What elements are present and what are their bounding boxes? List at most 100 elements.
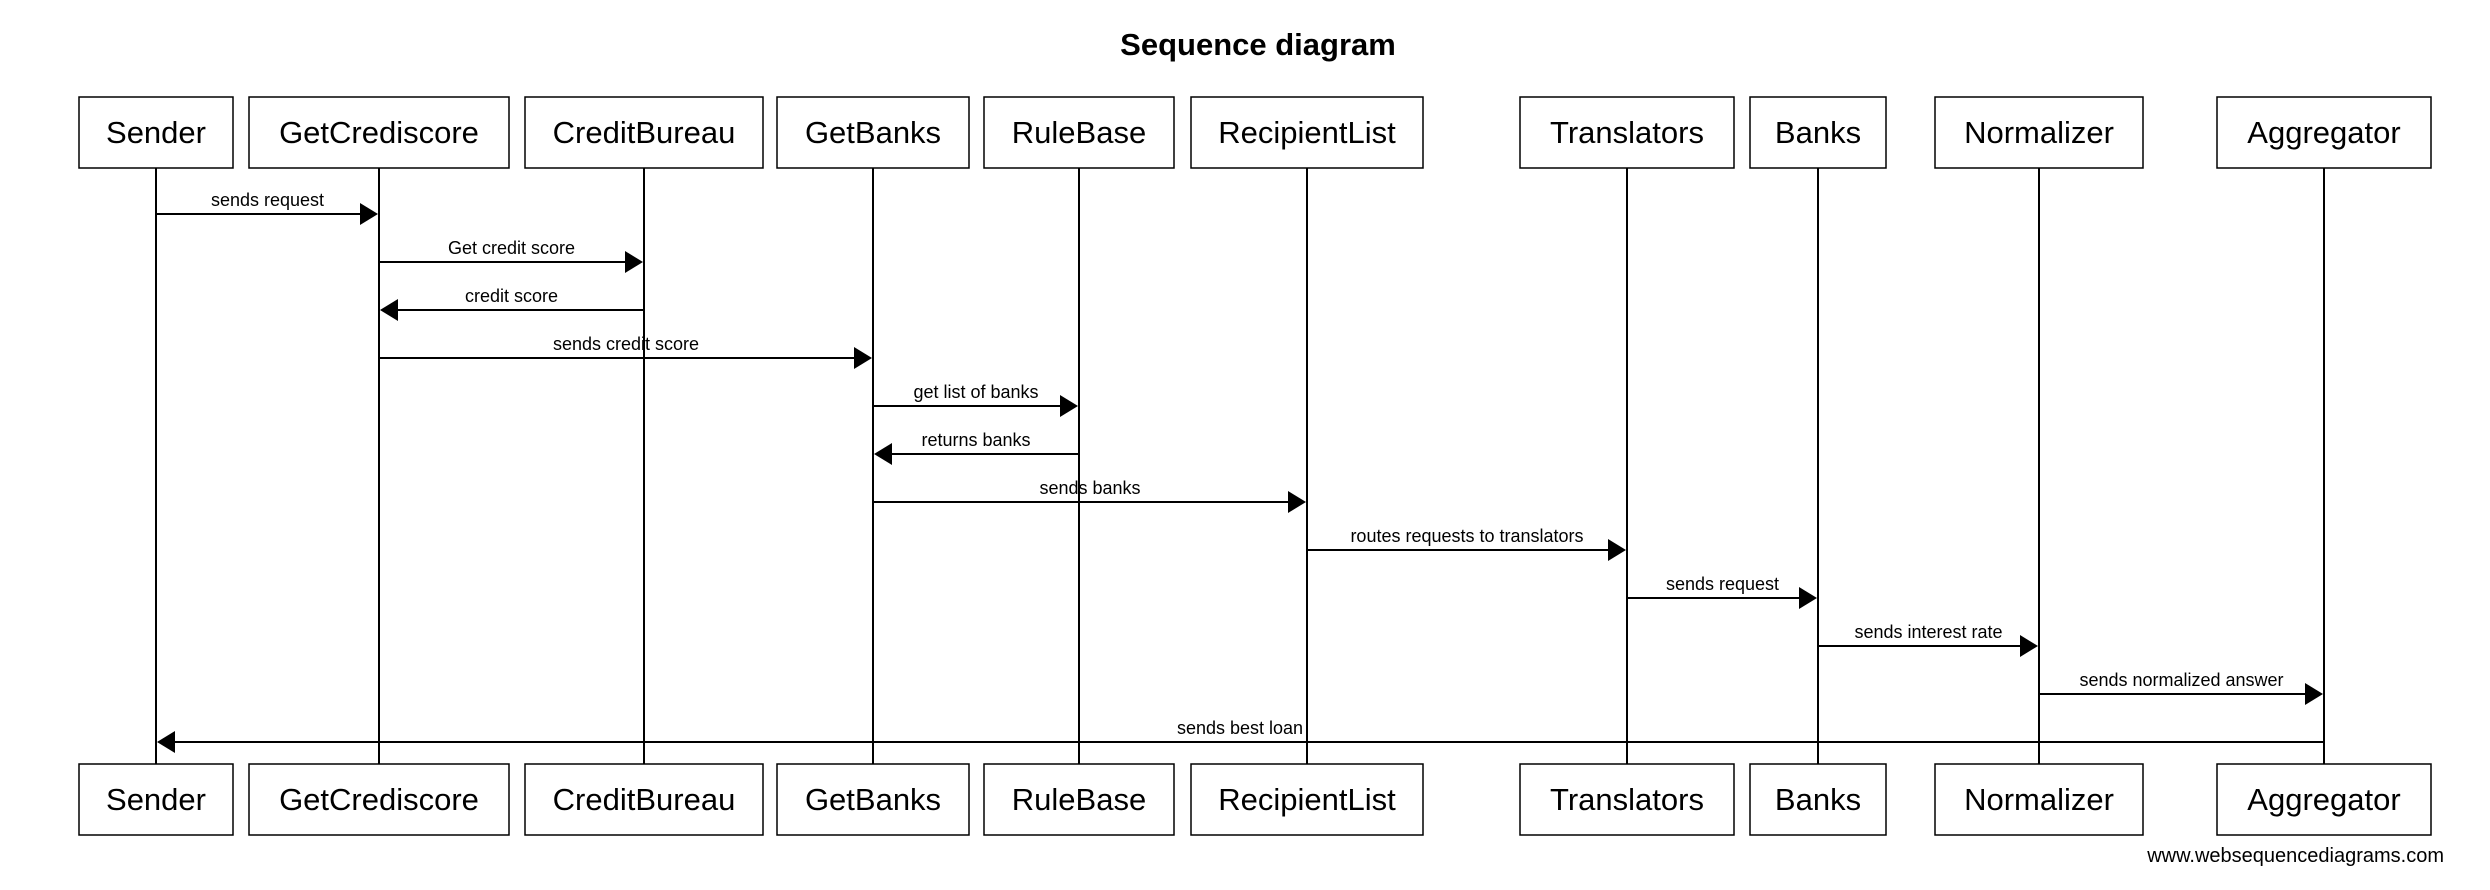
participant-top-rule-base: RuleBase xyxy=(983,96,1175,169)
participant-bottom-get-banks: GetBanks xyxy=(776,763,970,836)
participant-label: Translators xyxy=(1550,782,1704,817)
participant-top-aggregator: Aggregator xyxy=(2216,96,2432,169)
participant-label: GetBanks xyxy=(805,115,941,150)
message-credit-score: credit score xyxy=(380,286,644,321)
participant-label: Banks xyxy=(1775,782,1861,817)
participant-bottom-sender: Sender xyxy=(78,763,234,836)
arrowhead xyxy=(1060,395,1078,417)
participant-bottom-normalizer: Normalizer xyxy=(1934,763,2144,836)
message-label: sends request xyxy=(211,190,324,210)
participant-box xyxy=(776,96,970,169)
participant-bottom-rule-base: RuleBase xyxy=(983,763,1175,836)
message-routes-requests-to-translators: routes requests to translators xyxy=(1307,526,1626,561)
participant-bottom-aggregator: Aggregator xyxy=(2216,763,2432,836)
participant-bottom-recipient-list: RecipientList xyxy=(1190,763,1424,836)
participant-label: RuleBase xyxy=(1012,115,1146,150)
participant-label: Sender xyxy=(106,782,206,817)
participant-label: Aggregator xyxy=(2247,115,2400,150)
arrowhead xyxy=(874,443,892,465)
message-label: credit score xyxy=(465,286,558,306)
message-label: routes requests to translators xyxy=(1350,526,1583,546)
message-label: sends request xyxy=(1666,574,1779,594)
participant-box xyxy=(1934,763,2144,836)
participant-top-get-crediscore: GetCrediscore xyxy=(248,96,510,169)
arrowhead xyxy=(157,731,175,753)
arrowhead xyxy=(2305,683,2323,705)
message-sends-best-loan: sends best loan xyxy=(157,718,2324,753)
participant-label: Normalizer xyxy=(1964,115,2114,150)
participant-label: CreditBureau xyxy=(553,115,736,150)
footer-credit: www.websequencediagrams.com xyxy=(2146,845,2444,867)
participant-label: Normalizer xyxy=(1964,782,2114,817)
participant-box xyxy=(776,763,970,836)
message-sends-request: sends request xyxy=(1627,574,1817,609)
participant-label: GetCrediscore xyxy=(279,115,479,150)
message-label: sends interest rate xyxy=(1854,622,2002,642)
message-sends-interest-rate: sends interest rate xyxy=(1818,622,2038,657)
participant-box xyxy=(983,763,1175,836)
participant-box xyxy=(2216,763,2432,836)
participant-label: CreditBureau xyxy=(553,782,736,817)
participant-box xyxy=(2216,96,2432,169)
arrowhead xyxy=(380,299,398,321)
participant-box xyxy=(524,96,764,169)
participant-label: Aggregator xyxy=(2247,782,2400,817)
message-label: get list of banks xyxy=(913,382,1038,402)
message-get-list-of-banks: get list of banks xyxy=(873,382,1078,417)
participant-top-get-banks: GetBanks xyxy=(776,96,970,169)
arrowhead xyxy=(360,203,378,225)
participant-box xyxy=(248,96,510,169)
participant-box xyxy=(1519,763,1735,836)
message-label: sends normalized answer xyxy=(2079,670,2283,690)
participant-label: Translators xyxy=(1550,115,1704,150)
participant-box xyxy=(1190,96,1424,169)
participant-box xyxy=(1934,96,2144,169)
message-sends-credit-score: sends credit score xyxy=(379,334,872,369)
arrowhead xyxy=(1288,491,1306,513)
diagram-title: Sequence diagram xyxy=(1120,27,1396,62)
participant-box xyxy=(1749,96,1887,169)
participant-bottom-credit-bureau: CreditBureau xyxy=(524,763,764,836)
participant-top-translators: Translators xyxy=(1519,96,1735,169)
participant-label: RecipientList xyxy=(1218,782,1396,817)
participant-label: GetCrediscore xyxy=(279,782,479,817)
participant-box xyxy=(248,763,510,836)
participant-box xyxy=(78,763,234,836)
arrowhead xyxy=(625,251,643,273)
participant-box xyxy=(1749,763,1887,836)
participant-top-banks: Banks xyxy=(1749,96,1887,169)
participant-box xyxy=(1190,763,1424,836)
participant-bottom-translators: Translators xyxy=(1519,763,1735,836)
participant-label: GetBanks xyxy=(805,782,941,817)
participant-label: RecipientList xyxy=(1218,115,1396,150)
message-sends-normalized-answer: sends normalized answer xyxy=(2039,670,2323,705)
participant-bottom-get-crediscore: GetCrediscore xyxy=(248,763,510,836)
message-label: sends best loan xyxy=(1177,718,1303,738)
message-label: sends credit score xyxy=(553,334,699,354)
message-sends-request: sends request xyxy=(156,190,378,225)
message-label: sends banks xyxy=(1039,478,1140,498)
participants-bottom: Sender GetCrediscore CreditBureau GetBanks R… xyxy=(78,763,2432,836)
arrowhead xyxy=(1799,587,1817,609)
arrowhead xyxy=(854,347,872,369)
participant-bottom-banks: Banks xyxy=(1749,763,1887,836)
participant-top-normalizer: Normalizer xyxy=(1934,96,2144,169)
participants-top: Sender GetCrediscore CreditBureau GetBanks R… xyxy=(78,96,2432,169)
participant-label: Banks xyxy=(1775,115,1861,150)
participant-box xyxy=(1519,96,1735,169)
participant-box xyxy=(78,96,234,169)
participant-top-sender: Sender xyxy=(78,96,234,169)
message-sends-banks: sends banks xyxy=(873,478,1306,513)
participant-label: Sender xyxy=(106,115,206,150)
participant-top-credit-bureau: CreditBureau xyxy=(524,96,764,169)
participant-top-recipient-list: RecipientList xyxy=(1190,96,1424,169)
message-get-credit-score: Get credit score xyxy=(379,238,643,273)
message-label: Get credit score xyxy=(448,238,575,258)
participant-box xyxy=(524,763,764,836)
arrowhead xyxy=(1608,539,1626,561)
participant-box xyxy=(983,96,1175,169)
arrowhead xyxy=(2020,635,2038,657)
message-returns-banks: returns banks xyxy=(874,430,1079,465)
